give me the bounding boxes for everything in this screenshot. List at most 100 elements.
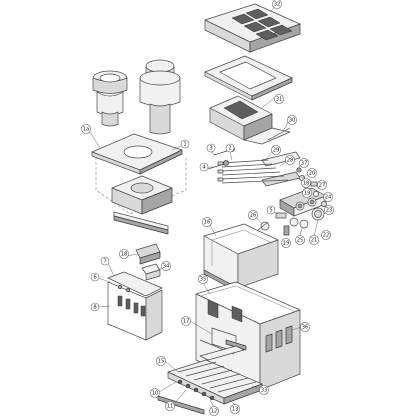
callout-number: 7 — [103, 258, 106, 264]
vent-stack-1a — [92, 70, 128, 127]
callout-c22: 22 — [321, 230, 331, 240]
module-34 — [141, 263, 161, 281]
callout-bubble — [323, 192, 333, 202]
callout-bubble — [274, 94, 284, 104]
callout-number: 22 — [323, 232, 330, 238]
callout-number: 1 — [183, 141, 186, 147]
flue-adapter-box — [111, 175, 173, 215]
callout-number: 24 — [325, 194, 332, 200]
callout-bubble — [302, 188, 312, 198]
callout-c12: 12 — [209, 406, 219, 416]
callout-number: 35 — [200, 276, 207, 282]
callout-number: 6 — [93, 274, 96, 280]
tray-16 — [203, 223, 279, 293]
callout-c34: 34 — [161, 261, 171, 271]
cabinet — [195, 281, 301, 391]
callout-c18a: 18 — [301, 178, 311, 188]
callout-c15: 15 — [156, 356, 166, 366]
callout-bubble — [81, 124, 91, 134]
callout-bubble — [199, 162, 209, 172]
callout-bubble — [202, 217, 212, 227]
callout-number: 32 — [274, 1, 281, 7]
callout-number: 37 — [301, 160, 308, 166]
callout-number: 18 — [303, 180, 310, 186]
callout-number: 4 — [202, 164, 206, 170]
callout-c3: 3 — [206, 143, 216, 153]
callout-number: 15 — [158, 358, 165, 364]
callout-bubble — [225, 143, 235, 153]
callout-bubble — [119, 249, 129, 259]
callout-number: 29 — [273, 147, 280, 153]
callout-number: 20 — [309, 170, 316, 176]
callout-c28: 28 — [285, 155, 295, 165]
bolt-4 — [207, 160, 229, 170]
callout-number: 27 — [319, 182, 326, 188]
callout-bubble — [301, 178, 311, 188]
callout-c24: 24 — [323, 192, 333, 202]
callout-number: 26 — [250, 212, 257, 218]
callout-number: 5 — [269, 207, 272, 213]
callout-bubble — [248, 210, 258, 220]
callout-c36: 36 — [300, 322, 310, 332]
callout-number: 13 — [232, 406, 239, 412]
callout-bubble — [271, 145, 281, 155]
callout-number: 2 — [228, 145, 231, 151]
callout-bubble — [321, 230, 331, 240]
callout-bubble — [165, 401, 175, 411]
callout-number: 12 — [211, 408, 218, 414]
callout-number: 16 — [204, 219, 211, 225]
callout-bubble — [150, 388, 160, 398]
callout-bubble — [181, 316, 191, 326]
callout-c11: 11 — [165, 401, 175, 411]
callout-number: 28 — [287, 157, 294, 163]
vent-stack-1 — [139, 59, 181, 135]
callout-c6: 6 — [90, 272, 100, 282]
callout-bubble — [281, 238, 291, 248]
callout-c35: 35 — [198, 274, 208, 284]
callout-number: 10 — [152, 390, 159, 396]
callout-number: 3 — [209, 145, 212, 151]
callout-bubble — [285, 155, 295, 165]
callout-c1: 1 — [180, 139, 190, 149]
callout-bubble — [90, 272, 100, 282]
callout-c30: 30 — [287, 115, 297, 125]
flue-collector — [209, 95, 291, 145]
callout-number: 34 — [163, 263, 170, 269]
callout-c37: 37 — [299, 158, 309, 168]
callout-c18b: 18 — [119, 249, 129, 259]
callout-c16: 16 — [202, 217, 212, 227]
callout-number: 25 — [297, 237, 304, 243]
callout-c1a: 1a — [81, 124, 91, 134]
callout-c32: 32 — [272, 0, 282, 9]
callout-bubble — [198, 274, 208, 284]
callout-c5: 5 — [266, 205, 276, 215]
dashed-outline — [95, 152, 187, 215]
callout-number: 23 — [326, 207, 333, 213]
callout-c23: 23 — [324, 205, 334, 215]
callout-number: 18 — [121, 251, 128, 257]
callout-c10: 10 — [150, 388, 160, 398]
front-panel-8 — [107, 271, 163, 341]
control-bracket — [135, 243, 161, 265]
top-cover — [204, 3, 301, 53]
callout-number: 21 — [311, 237, 318, 243]
callout-bubble — [230, 404, 240, 414]
callout-number: 31 — [276, 96, 283, 102]
callout-bubble — [161, 261, 171, 271]
callout-bubble — [307, 168, 317, 178]
callout-c19a: 19 — [302, 188, 312, 198]
callout-number: 19 — [283, 240, 290, 246]
callout-number: 1a — [83, 126, 89, 132]
callout-c4: 4 — [199, 162, 209, 172]
burner-tray — [157, 345, 263, 415]
callout-bubble — [324, 205, 334, 215]
callout-bubble — [287, 115, 297, 125]
top-panel — [204, 55, 293, 101]
flue-bar — [113, 211, 169, 235]
callout-number: 19 — [304, 190, 311, 196]
callout-c27: 27 — [317, 180, 327, 190]
callout-c33: 33 — [259, 385, 269, 395]
callout-number: 36 — [302, 324, 309, 330]
